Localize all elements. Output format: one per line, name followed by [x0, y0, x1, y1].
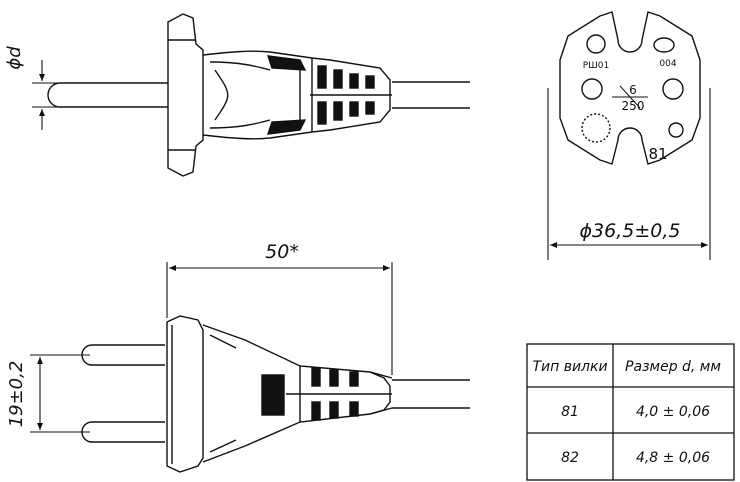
pins-bottom [81, 344, 165, 443]
dimension-d-label: ϕd [4, 46, 25, 70]
pin-top [47, 82, 168, 108]
date-dial-icon [581, 113, 611, 143]
table-header-size: Размер d, мм [625, 359, 721, 375]
dimension-diameter-label: ϕ36,5±0,5 [580, 220, 681, 242]
table-cell-type-82: 82 [561, 450, 579, 466]
dimension-length [166, 262, 393, 375]
plug-face-view [559, 11, 701, 165]
table-cell-type-81: 81 [561, 404, 579, 420]
cable-top [392, 81, 470, 109]
table-header-type: Тип вилки [532, 359, 607, 375]
dimension-pin-spacing [30, 354, 90, 433]
face-type-number: 81 [648, 145, 667, 163]
side-view-top [47, 13, 470, 177]
flange-top [167, 13, 204, 177]
table-cell-size-82: 4,8 ± 0,06 [636, 450, 710, 466]
plug-type-table [526, 343, 735, 481]
table-cell-size-81: 4,0 ± 0,06 [636, 404, 710, 420]
flange-bottom [166, 315, 204, 473]
face-mark-right: 004 [659, 59, 676, 69]
face-mark-left: РШ01 [583, 61, 610, 71]
cable-bottom [392, 379, 470, 409]
face-fraction-bottom: 250 [622, 99, 645, 113]
ground-symbol-icon [668, 122, 684, 138]
dimension-diameter [547, 88, 711, 260]
dimension-pin-spacing-label: 19±0,2 [6, 361, 27, 428]
dimension-d [32, 60, 62, 130]
factory-mark-icon [653, 37, 675, 53]
plug-body-top [202, 50, 392, 140]
pin-hole-left [581, 78, 603, 100]
face-outline [559, 11, 701, 165]
pin-hole-right [662, 78, 684, 100]
dimension-length-label: 50* [265, 241, 299, 263]
certification-mark-icon [586, 34, 606, 54]
face-fraction-top: 6 [629, 83, 637, 97]
plug-body-bottom [202, 324, 393, 463]
side-view-bottom [81, 315, 470, 473]
